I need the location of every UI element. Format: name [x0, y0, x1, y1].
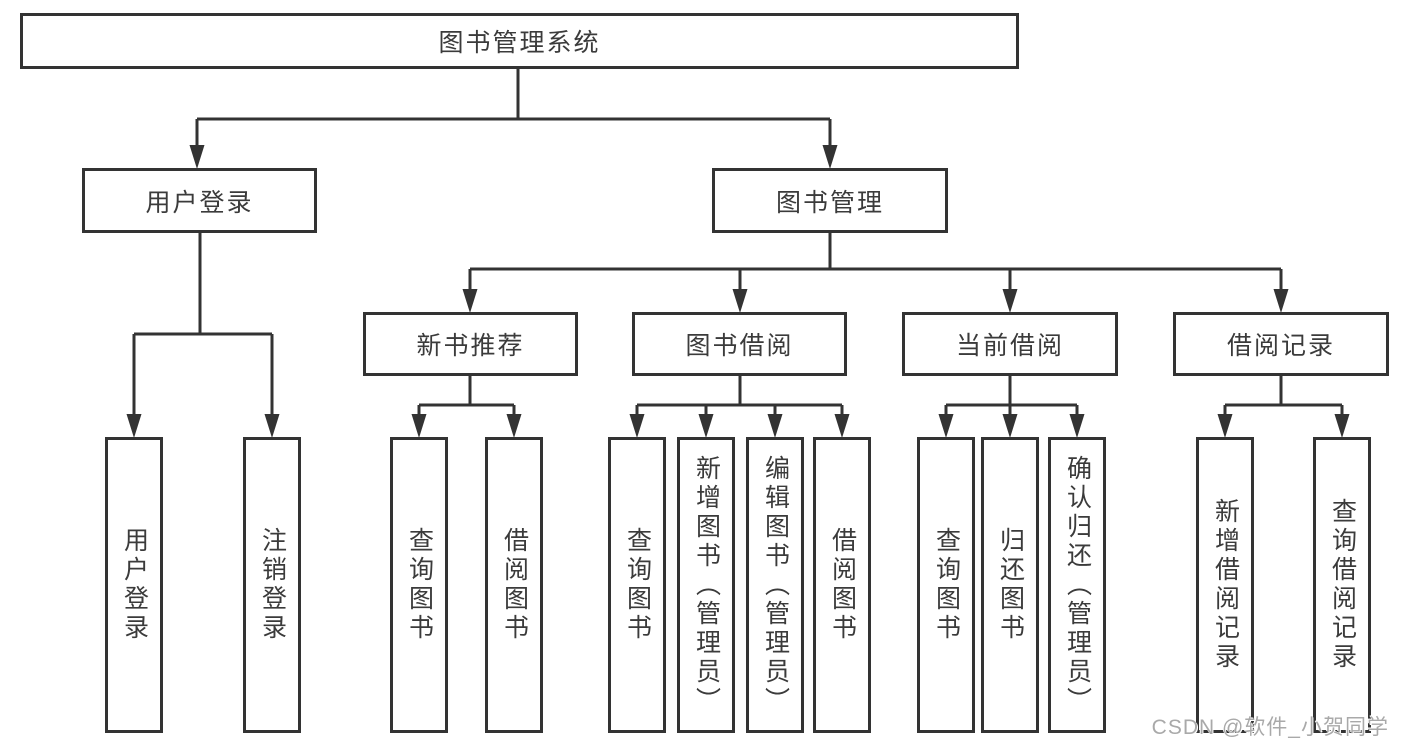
arrowhead-icons — [126, 145, 1350, 438]
leaf-edit-books-admin-label: 编辑图书（管理员） — [761, 454, 790, 716]
watermark: CSDN @软件_小贺同学 — [1151, 716, 1389, 739]
leaf-add-borrow-record-label: 新增借阅记录 — [1211, 498, 1240, 672]
leaf-add-books-admin-label: 新增图书（管理员） — [692, 454, 721, 716]
leaf-borrow-books-2-label: 借阅图书 — [828, 527, 857, 643]
leaf-borrow-books-1-label: 借阅图书 — [500, 527, 529, 643]
leaf-user-login-label: 用户登录 — [120, 527, 149, 643]
leaf-add-borrow-record: 新增借阅记录 — [1196, 437, 1254, 733]
node-borrowing-records: 借阅记录 — [1173, 312, 1389, 376]
leaf-query-books-1-label: 查询图书 — [405, 527, 434, 643]
leaf-query-books-3-label: 查询图书 — [932, 527, 961, 643]
leaf-query-books-2-label: 查询图书 — [623, 527, 652, 643]
leaf-query-books-1: 查询图书 — [390, 437, 448, 733]
leaf-logout-label: 注销登录 — [258, 527, 287, 643]
leaf-return-books: 归还图书 — [981, 437, 1039, 733]
leaf-borrow-books-2: 借阅图书 — [813, 437, 871, 733]
leaf-query-borrow-record: 查询借阅记录 — [1313, 437, 1371, 733]
node-current-borrowing: 当前借阅 — [902, 312, 1118, 376]
leaf-borrow-books-1: 借阅图书 — [485, 437, 543, 733]
leaf-user-login: 用户登录 — [105, 437, 163, 733]
leaf-query-borrow-record-label: 查询借阅记录 — [1328, 498, 1357, 672]
leaf-logout: 注销登录 — [243, 437, 301, 733]
node-user-login: 用户登录 — [82, 168, 317, 233]
node-new-book-recommend: 新书推荐 — [363, 312, 578, 376]
leaf-query-books-2: 查询图书 — [608, 437, 666, 733]
leaf-confirm-return-admin: 确认归还（管理员） — [1048, 437, 1106, 733]
node-book-borrowing: 图书借阅 — [632, 312, 847, 376]
leaf-query-books-3: 查询图书 — [917, 437, 975, 733]
leaf-confirm-return-admin-label: 确认归还（管理员） — [1063, 454, 1092, 716]
node-library-management-system: 图书管理系统 — [20, 13, 1019, 69]
leaf-add-books-admin: 新增图书（管理员） — [677, 437, 735, 733]
node-book-management: 图书管理 — [712, 168, 948, 233]
leaf-return-books-label: 归还图书 — [996, 527, 1025, 643]
leaf-edit-books-admin: 编辑图书（管理员） — [746, 437, 804, 733]
